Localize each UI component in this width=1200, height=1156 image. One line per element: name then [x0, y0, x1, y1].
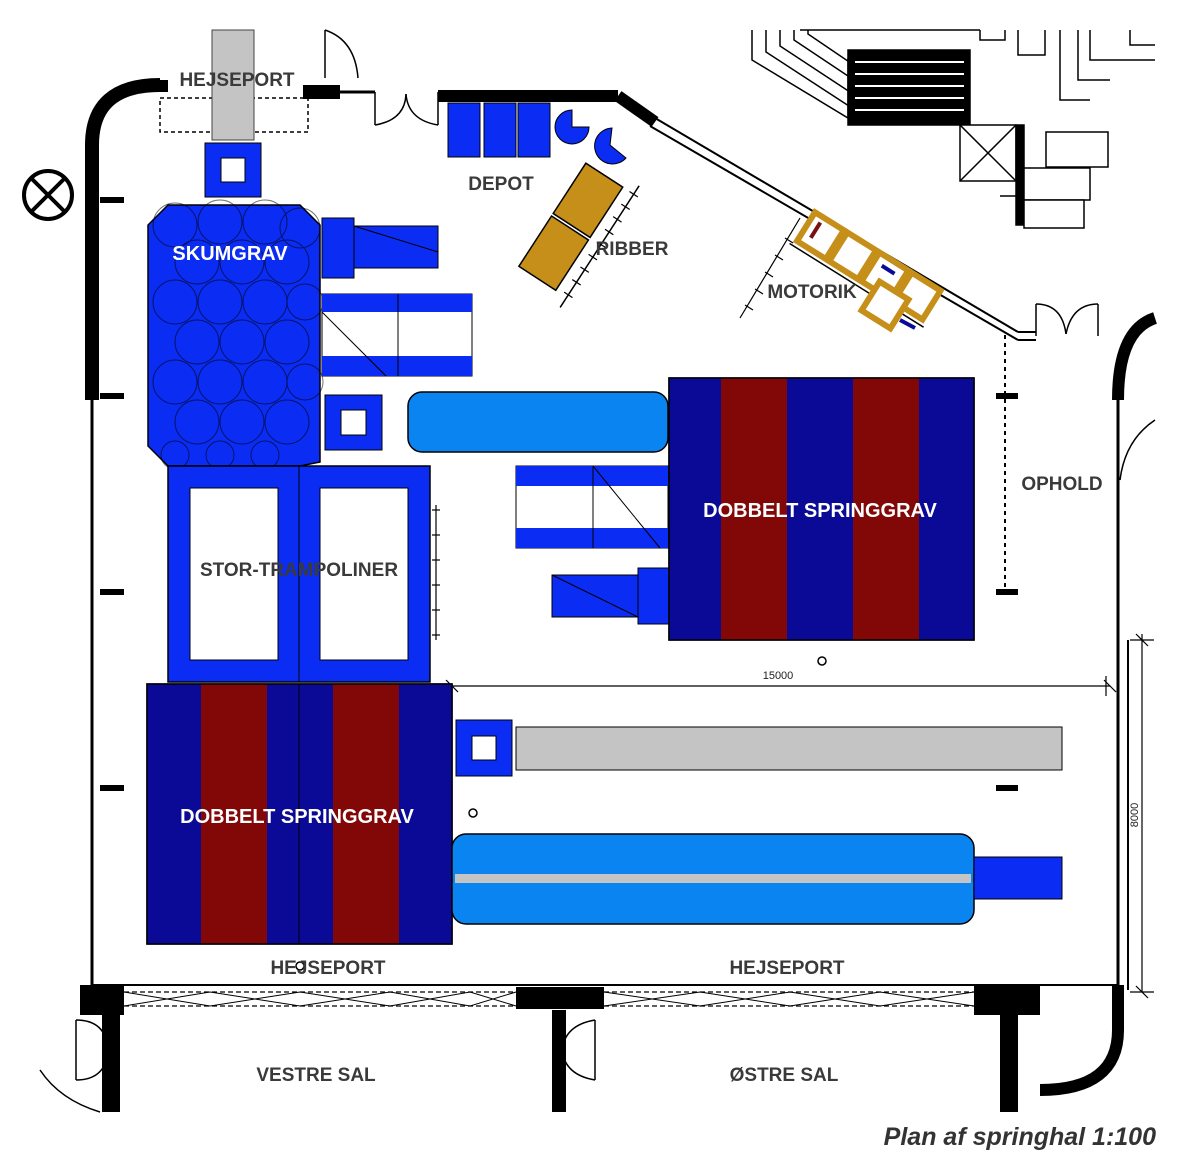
stor-trampoliner: STOR-TRAMPOLINER — [167, 465, 440, 683]
label-hejseport-top: HEJSEPORT — [179, 70, 294, 91]
airtrack-top — [407, 391, 669, 453]
label-motorik: MOTORIK — [767, 282, 857, 303]
depot: DEPOT — [447, 102, 627, 195]
label-dobbelt-springgrav-right: DOBBELT SPRINGGRAV — [703, 500, 937, 522]
plan-caption: Plan af springhal 1:100 — [884, 1123, 1156, 1151]
hejseport-top: HEJSEPORT — [159, 29, 309, 141]
label-hejseport-bottom-left: HEJSEPORT — [270, 958, 385, 979]
label-vestre-sal: VESTRE SAL — [256, 1065, 376, 1086]
label-hejseport-bottom-right: HEJSEPORT — [729, 958, 844, 979]
door-swing-icon — [324, 29, 439, 126]
label-stor-trampoliner: STOR-TRAMPOLINER — [200, 560, 398, 581]
dobbelt-springgrav-left: DOBBELT SPRINGGRAV — [146, 683, 453, 945]
left-curved-wall — [85, 78, 161, 400]
dimension-depth — [1130, 633, 1154, 999]
label-skumgrav: SKUMGRAV — [172, 243, 288, 265]
label-ribber: RIBBER — [596, 239, 669, 260]
approach-mats — [515, 465, 671, 625]
staircase-icon — [751, 29, 1155, 229]
floor-anchor-icon — [295, 961, 305, 971]
label-ophold: OPHOLD — [1021, 474, 1102, 495]
dimension-width-label: 15000 — [763, 670, 794, 682]
dimension-width — [445, 676, 1117, 696]
dimension-depth-label: 8000 — [1129, 803, 1141, 827]
motorik: MOTORIK — [739, 208, 945, 333]
ribber: RIBBER — [517, 162, 669, 308]
door-swing-icon — [1035, 303, 1099, 336]
right-curved-wall — [1112, 312, 1158, 401]
label-dobbelt-springgrav-left: DOBBELT SPRINGGRAV — [180, 806, 414, 828]
gray-chute — [211, 29, 255, 141]
airtrack-bottom — [451, 833, 1063, 925]
label-depot: DEPOT — [468, 174, 534, 195]
door-swing-icon — [39, 1019, 596, 1113]
dobbelt-springgrav-right: DOBBELT SPRINGGRAV — [668, 377, 975, 641]
floor-anchor-icon — [468, 808, 478, 818]
bottom-wall — [80, 984, 1118, 1112]
gray-runway — [515, 726, 1063, 771]
floor-anchor-icon — [817, 656, 827, 666]
label-ostre-sal: ØSTRE SAL — [730, 1065, 839, 1086]
light-fixture-icon — [22, 169, 74, 221]
skumgrav: SKUMGRAV — [147, 142, 473, 470]
